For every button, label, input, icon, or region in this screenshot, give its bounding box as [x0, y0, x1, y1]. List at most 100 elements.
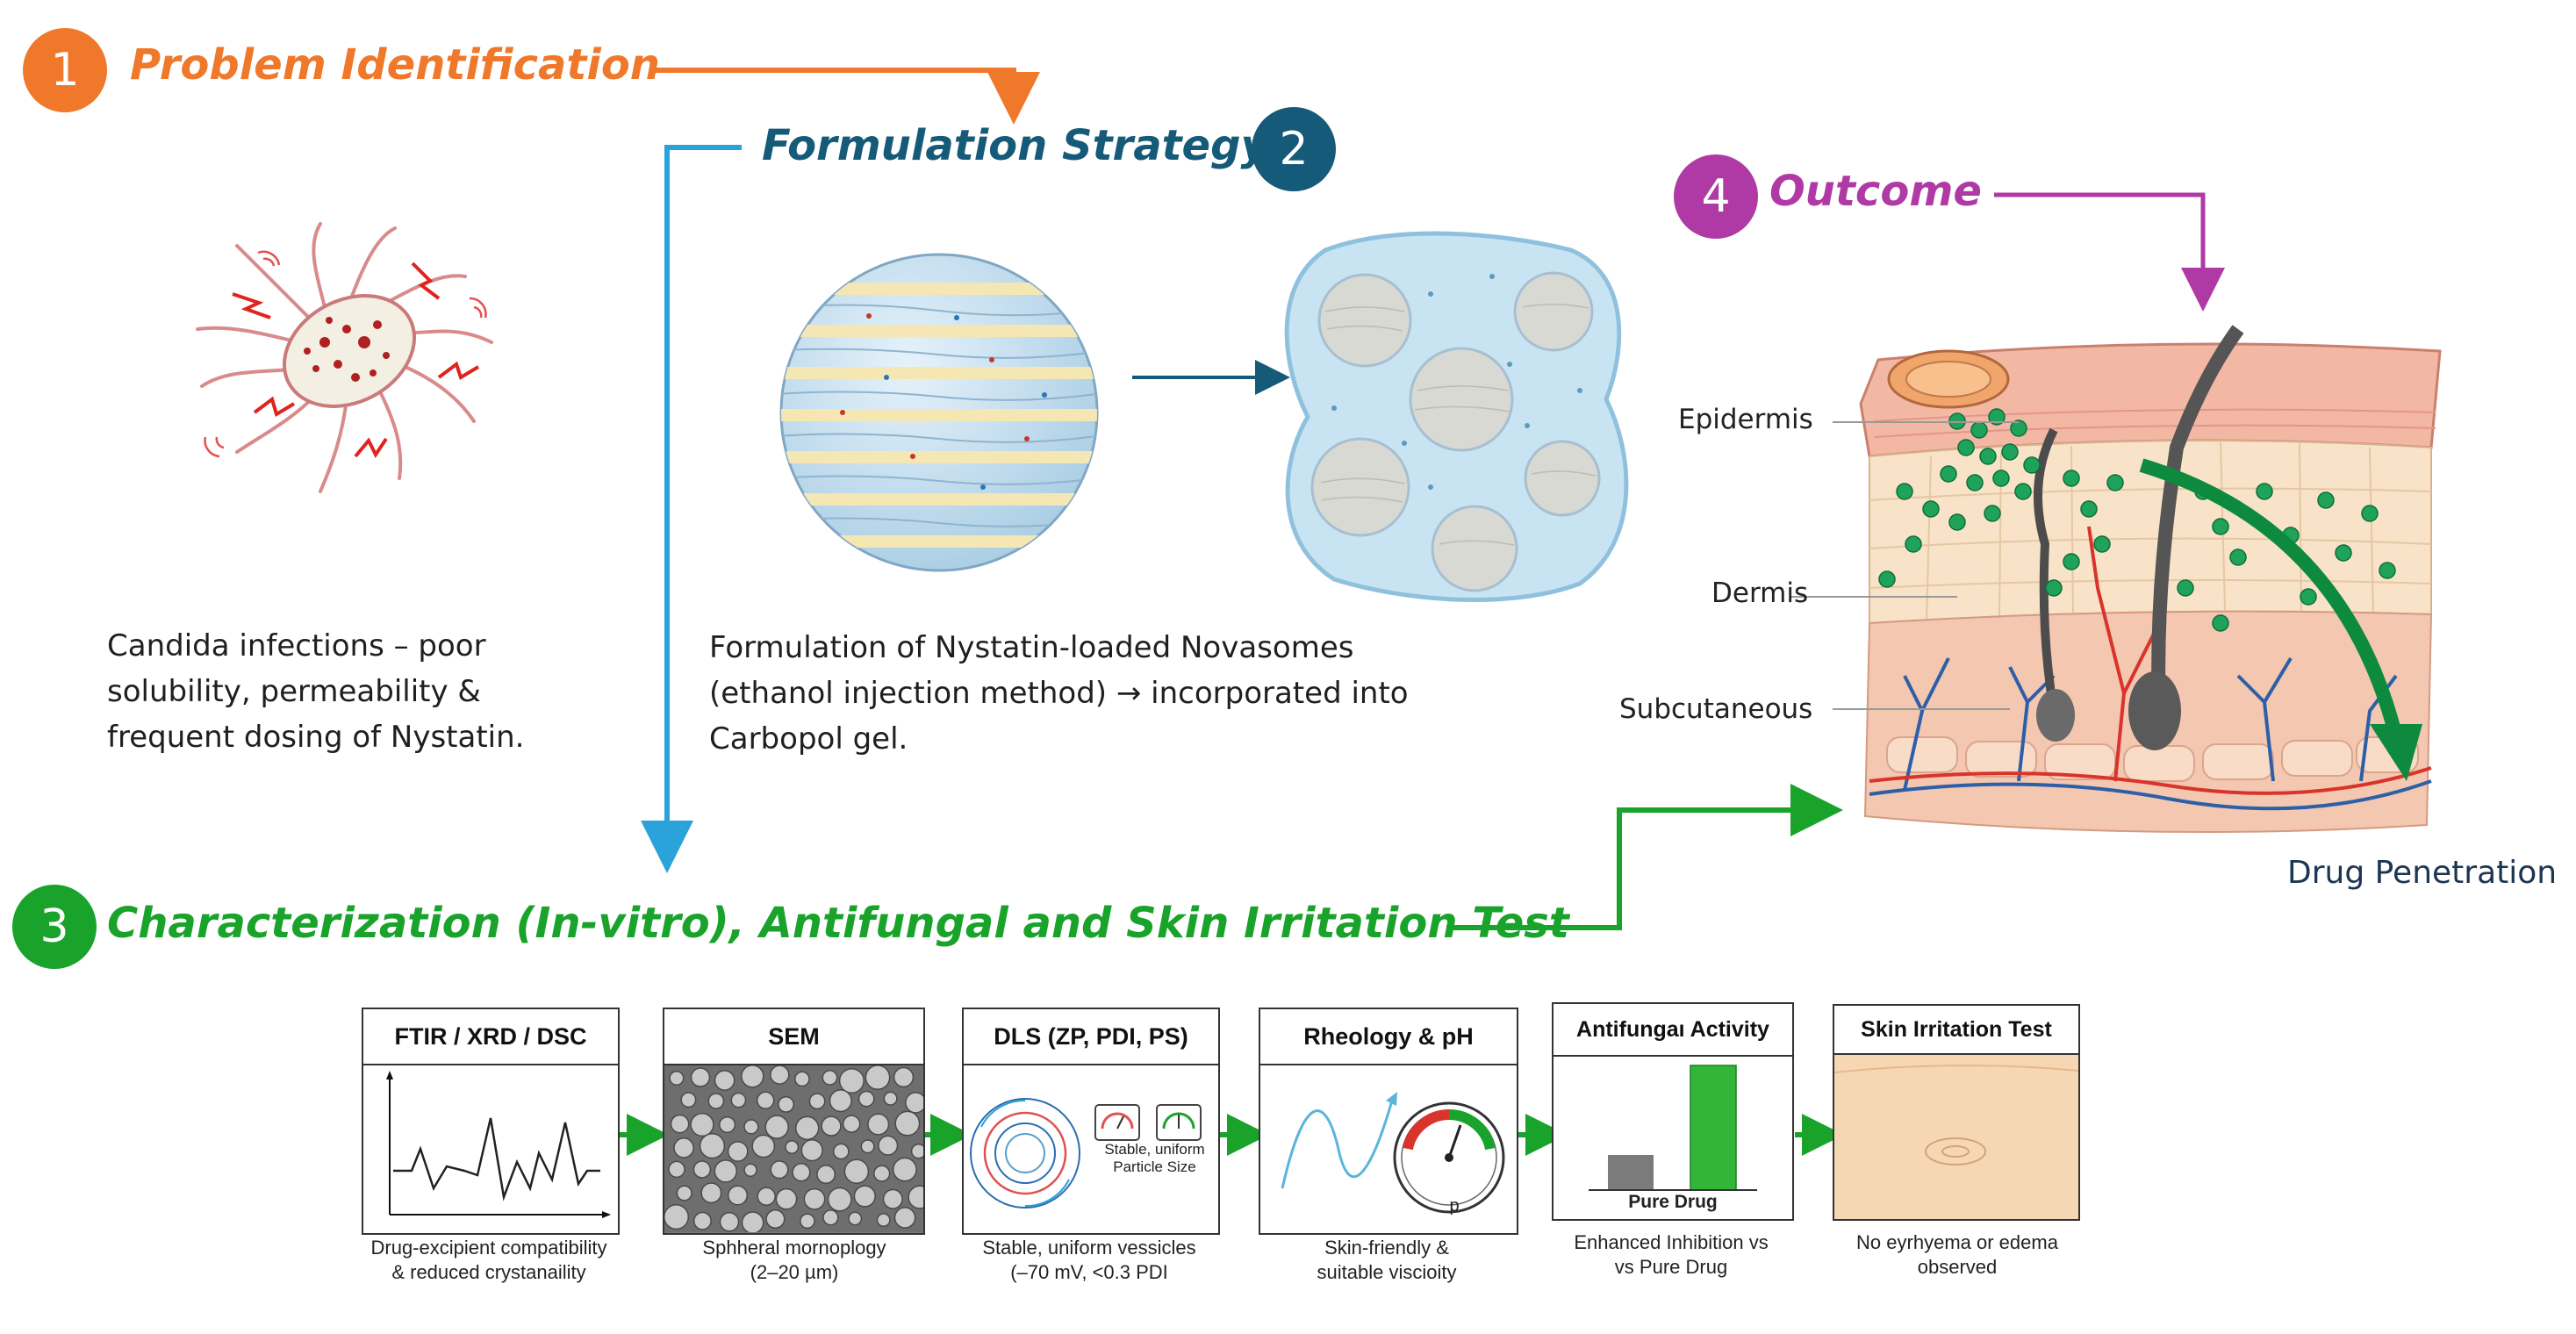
test-box-skin-irritation: Skin Irritation Test: [1833, 1004, 2080, 1221]
sem-particle: [827, 1187, 852, 1212]
dls-particle-icon: [970, 1098, 1202, 1208]
sem-particle: [803, 1187, 826, 1210]
skin-cross-section-illustration: [1859, 325, 2442, 833]
arrow-step1-to-step2: [649, 68, 1040, 125]
sem-particle: [692, 1160, 712, 1179]
problem-description: Candida infections – poor solubility, pe…: [107, 623, 525, 760]
caption-skin-irritation: No eyrhyema or edema observed: [1817, 1230, 2098, 1280]
cell-granules: [304, 317, 390, 382]
sem-particle: [692, 1211, 712, 1230]
caption-antifungal-line-2: vs Pure Drug: [1614, 1256, 1728, 1278]
sem-particle: [800, 1139, 823, 1162]
epidermis-label: Epidermis: [1678, 404, 1813, 435]
formulation-line-1: Formulation of Nystatin-loaded Novasomes: [709, 630, 1354, 665]
sem-particle: [743, 1119, 759, 1135]
test-box-sem: SEM: [663, 1008, 925, 1235]
step-3-title: Characterization (In-vitro), Antifungal …: [107, 899, 1569, 948]
sem-particle: [816, 1165, 836, 1185]
sem-particle: [756, 1091, 775, 1110]
arrow-outcome-to-skin: [1994, 192, 2225, 312]
sem-particle: [832, 1143, 850, 1160]
penetration-arrow: [2139, 458, 2403, 739]
sem-particle: [775, 1187, 798, 1210]
caption-ftir-line-2: & reduced crystanaility: [391, 1261, 586, 1283]
sem-particle: [664, 1204, 690, 1230]
skin-patch-icon: [1833, 1055, 2079, 1219]
sem-particle: [894, 1110, 921, 1137]
sem-particle: [908, 1185, 923, 1209]
caption-rheology-line-1: Skin-friendly &: [1324, 1237, 1449, 1259]
candida-cell-body: [282, 294, 417, 408]
sem-particle: [843, 1158, 870, 1184]
sem-particle: [707, 1093, 725, 1109]
sem-particle: [808, 1093, 826, 1110]
sem-particle: [743, 1163, 757, 1178]
caption-dls: Stable, uniform vessicles (–70 mV, <0.3 …: [936, 1236, 1243, 1285]
sem-particle: [882, 1188, 903, 1209]
sem-particle: [764, 1115, 789, 1139]
caption-sem: Sphheral mornoplogy (2–20 µm): [649, 1236, 939, 1285]
sem-particle: [794, 1071, 810, 1087]
step-3-number: 3: [39, 900, 69, 953]
dls-inner-line-2: Particle Size: [1113, 1158, 1196, 1175]
hair-bulb-right: [2128, 671, 2181, 750]
subcutaneous-label: Subcutaneous: [1619, 693, 1813, 725]
dls-inner-line-1: Stable, uniform: [1104, 1141, 1205, 1158]
sem-particle: [905, 1092, 923, 1114]
caption-sem-line-2: (2–20 µm): [750, 1261, 839, 1283]
hair-follicle-left: [2034, 427, 2058, 712]
test-title-skin-irritation: Skin Irritation Test: [1834, 1006, 2078, 1055]
caption-antifungal: Enhanced Inhibition vs vs Pure Drug: [1531, 1230, 1812, 1280]
step-1-title: Problem Identification: [130, 40, 660, 90]
sem-micrograph: [664, 1065, 923, 1233]
embedded-vesicles: [1310, 271, 1601, 592]
test-title-dls: DLS (ZP, PDI, PS): [964, 1009, 1218, 1065]
caption-sem-line-1: Sphheral mornoplogy: [702, 1237, 886, 1259]
sem-particle: [765, 1208, 786, 1230]
test-title-sem: SEM: [664, 1009, 923, 1065]
dermis-label: Dermis: [1711, 577, 1809, 609]
caption-dls-line-2: (–70 mV, <0.3 PDI: [1010, 1261, 1168, 1283]
sem-particle: [690, 1112, 714, 1137]
test-title-ftir: FTIR / XRD / DSC: [363, 1009, 618, 1065]
caption-rheology: Skin-friendly & suitable viscioity: [1246, 1236, 1527, 1285]
sem-particle: [892, 1157, 917, 1182]
sem-particle: [865, 1065, 891, 1091]
irritation-sparks: [232, 262, 480, 458]
sem-particle: [676, 1185, 692, 1201]
sem-particle: [669, 1070, 685, 1087]
sem-particle: [770, 1065, 790, 1085]
sem-particle: [757, 1187, 776, 1206]
drug-penetration-label: Drug Penetration: [2287, 855, 2558, 891]
gauge-label: p: [1449, 1196, 1460, 1216]
sem-particle: [727, 1141, 749, 1162]
sem-particle: [853, 1185, 876, 1208]
sem-particle: [838, 1067, 865, 1094]
sem-particle: [741, 1211, 764, 1233]
test-box-antifungal: Antifungaı Activity Pure Drug: [1552, 1002, 1794, 1221]
caption-antifungal-line-1: Enhanced Inhibition vs: [1574, 1231, 1769, 1253]
novasome-vesicle-illustration: [779, 253, 1099, 572]
sem-particle: [857, 1090, 875, 1108]
sem-particle: [842, 1115, 861, 1133]
sem-particle: [873, 1165, 891, 1182]
sem-particle: [699, 1133, 726, 1159]
sem-particle: [829, 1089, 852, 1113]
sem-particle: [867, 1113, 890, 1136]
caption-rheology-line-2: suitable viscioity: [1317, 1261, 1457, 1283]
sem-particle: [673, 1137, 694, 1158]
step-2-title: Formulation Strategy: [762, 121, 1268, 170]
caption-skin-line-1: No eyrhyema or edema: [1856, 1231, 2058, 1253]
lipid-bilayers: [781, 283, 1097, 548]
sem-particle: [751, 1134, 776, 1158]
caption-dls-line-1: Stable, uniform vessicles: [982, 1237, 1196, 1259]
candida-cell-illustration: [196, 222, 493, 493]
test-title-rheology: Rheology & pH: [1260, 1009, 1517, 1065]
sem-particle: [800, 1213, 815, 1230]
sem-particle: [821, 1115, 842, 1137]
sem-particle: [794, 1115, 820, 1141]
pure-drug-label: Pure Drug: [1628, 1192, 1718, 1212]
caption-ftir: Drug-excipient compatibility & reduced c…: [335, 1236, 642, 1285]
antifungal-bar-chart-icon: [1589, 1065, 1757, 1191]
